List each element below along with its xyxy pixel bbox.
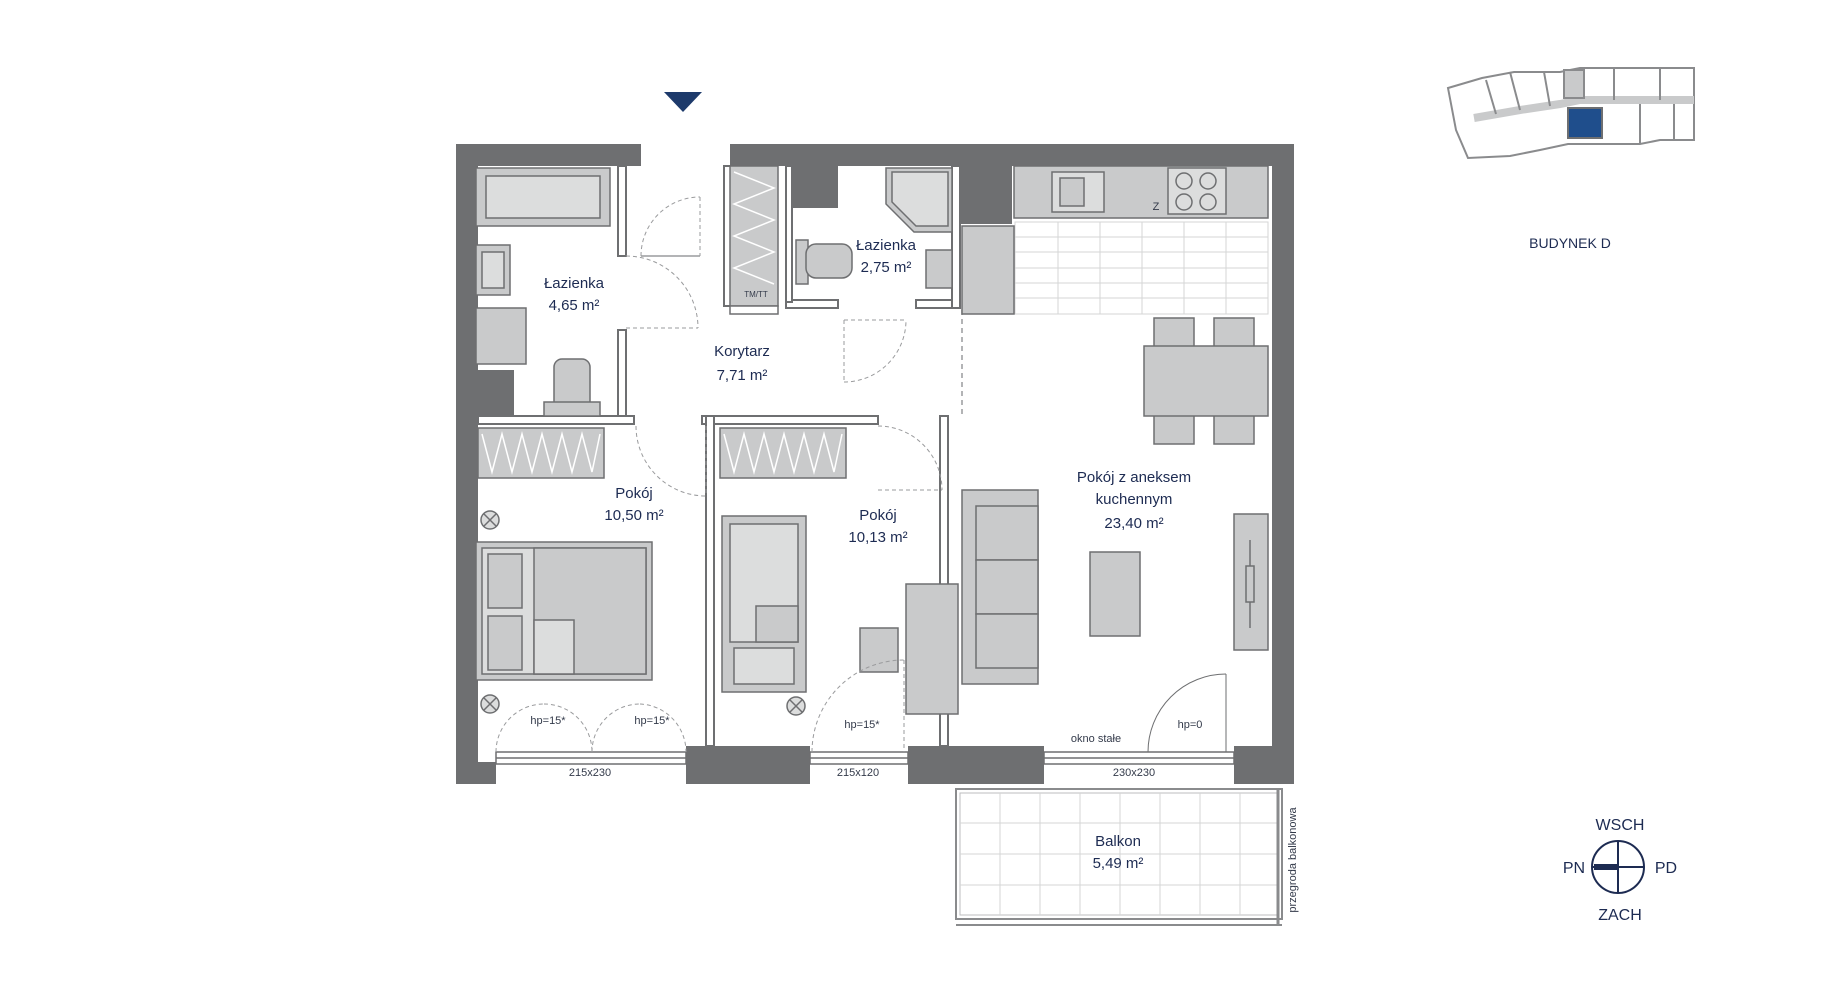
corridor-area: 7,71 m² <box>717 367 768 384</box>
room-labels: Łazienka 4,65 m² Łazienka 2,75 m² Koryta… <box>544 237 1191 872</box>
living-name-2: kuchennym <box>1096 491 1173 508</box>
fixed-window-label: okno stałe <box>1071 733 1121 745</box>
washbasin-2-icon <box>925 249 953 289</box>
tmtt-label: TM/TT <box>744 290 768 299</box>
hp-label-3: hp=15* <box>844 719 880 731</box>
living-name-1: Pokój z aneksem <box>1077 469 1191 486</box>
hp-label-4: hp=0 <box>1178 719 1203 731</box>
z-label: Z <box>1153 201 1160 213</box>
balcony <box>955 788 1283 926</box>
window-size-1: 215x230 <box>569 767 611 779</box>
hp-label-2: hp=15* <box>634 715 670 727</box>
cooktop-icon <box>1167 167 1227 215</box>
room2-area: 10,13 m² <box>848 529 907 546</box>
building-label: BUDYNEK D <box>1529 235 1611 251</box>
windows <box>495 751 1235 765</box>
entrance-arrow-icon <box>664 92 702 112</box>
balcony-area: 5,49 m² <box>1093 855 1144 872</box>
room-1-door <box>635 425 707 497</box>
window-swings <box>495 659 1227 753</box>
living-furniture <box>961 489 1269 685</box>
room2-name: Pokój <box>859 507 897 524</box>
bathroom-2-door <box>843 319 907 383</box>
living-area: 23,40 m² <box>1104 515 1163 532</box>
compass: WSCH ZACH PN PD <box>1563 817 1677 924</box>
compass-south: PD <box>1655 860 1677 877</box>
washing-machine-icon <box>475 307 527 365</box>
room1-area: 10,50 m² <box>604 507 663 524</box>
bathroom-1-door <box>625 255 699 329</box>
room-1-furniture <box>475 427 653 714</box>
compass-east: WSCH <box>1596 817 1645 834</box>
exterior-walls <box>456 144 1294 784</box>
bath2-name: Łazienka <box>856 237 917 254</box>
selected-apartment <box>1567 107 1603 139</box>
balcony-partition-label: przegroda balkonowa <box>1287 807 1299 913</box>
entrance-door <box>640 92 702 257</box>
bath1-area: 4,65 m² <box>549 297 600 314</box>
bath1-name: Łazienka <box>544 275 605 292</box>
window-size-3: 230x230 <box>1113 767 1155 779</box>
fridge-icon <box>961 225 1015 315</box>
coffee-table-icon <box>1089 551 1141 637</box>
corridor-name: Korytarz <box>714 343 770 360</box>
radiator-valve-icon <box>480 510 500 714</box>
interior-walls <box>477 165 961 747</box>
room-2-furniture <box>719 427 959 716</box>
annotations: hp=15* hp=15* hp=15* hp=0 okno stałe 215… <box>530 201 1299 913</box>
compass-west: ZACH <box>1598 907 1642 924</box>
room-2-door <box>877 425 943 491</box>
bathroom-2-fixtures <box>795 167 953 289</box>
bath2-area: 2,75 m² <box>861 259 912 276</box>
kitchen-counter <box>961 165 1269 315</box>
compass-north: PN <box>1563 860 1585 877</box>
desk-icon <box>905 583 959 715</box>
kitchen-tiles <box>1014 221 1269 315</box>
balcony-name: Balkon <box>1095 833 1141 850</box>
dining-table <box>1143 317 1269 445</box>
room1-name: Pokój <box>615 485 653 502</box>
key-plan <box>1446 67 1695 160</box>
hp-label-1: hp=15* <box>530 715 566 727</box>
chair-icon <box>859 627 899 673</box>
corridor-wardrobe <box>729 165 779 315</box>
window-size-2: 215x120 <box>837 767 879 779</box>
bathroom-1-fixtures <box>475 167 611 417</box>
